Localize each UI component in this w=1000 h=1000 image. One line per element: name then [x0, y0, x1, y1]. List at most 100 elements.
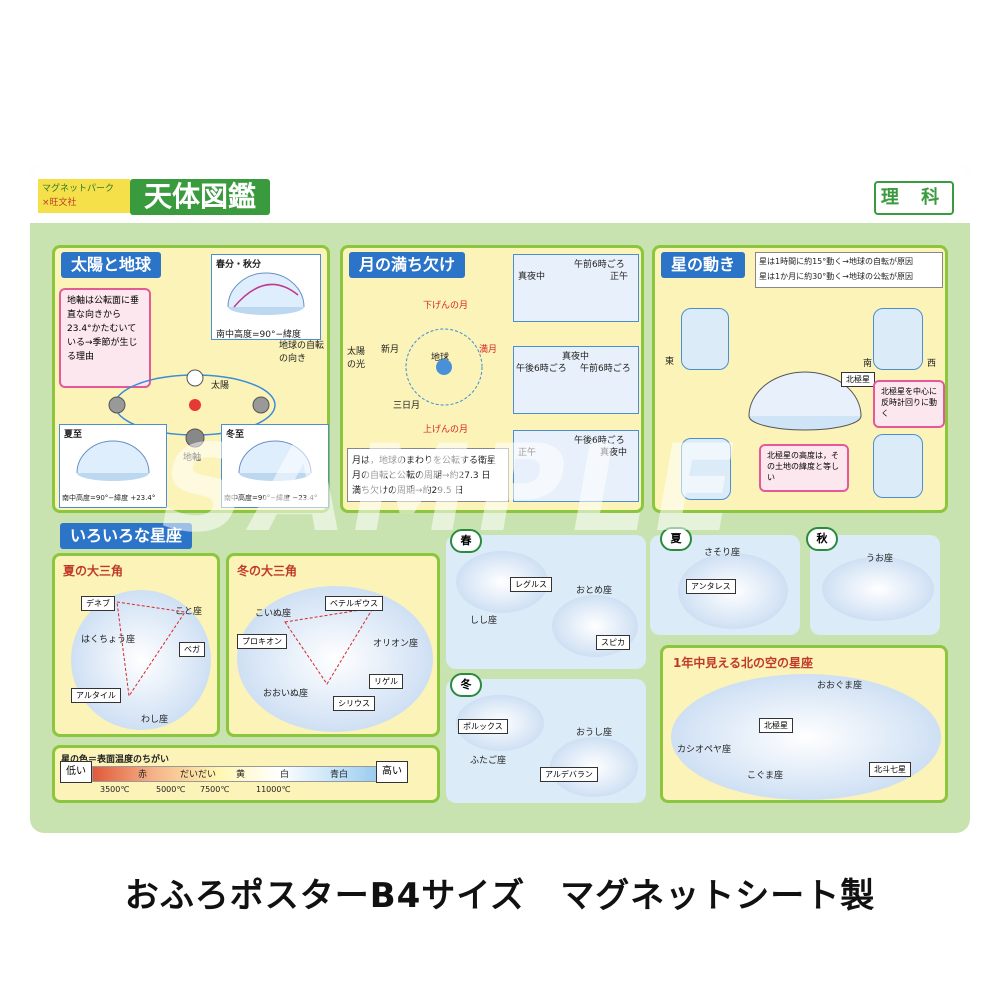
sunlight-label: 太陽の光 — [347, 347, 366, 370]
big-dipper-tag: 北斗七星 — [869, 762, 911, 777]
rotation-label: 地球の自転の向き — [279, 341, 325, 364]
time-label: 真夜中 — [600, 448, 628, 458]
orion-label: オリオン座 — [373, 639, 419, 649]
temp-label: 3500℃ — [100, 785, 130, 794]
pisces-label: うお座 — [866, 554, 894, 564]
season-badge-summer: 夏 — [660, 527, 692, 551]
summer-diagram: 夏至 南中高度=90°−緯度 +23.4° — [59, 424, 167, 508]
north-sky — [671, 674, 941, 800]
winter-label: 冬至 — [226, 430, 245, 440]
season-badge-winter: 冬 — [450, 673, 482, 697]
cma-label: おおいぬ座 — [263, 689, 309, 699]
equinox-formula: 南中高度=90°−緯度 — [216, 330, 302, 340]
time-label: 真夜中 — [518, 272, 546, 282]
star-color-title: 星の色＝表面温度のちがい — [61, 755, 170, 765]
dir-label: 東 — [665, 357, 675, 367]
time-label: 午前6時ごろ — [580, 364, 631, 374]
dome-icon — [227, 272, 305, 315]
panel-sun-earth: 太陽と地球 地軸は公転面に垂直な向きから23.4°かたむいている→季節が生じる理… — [52, 245, 330, 513]
last-quarter-label: 下げんの月 — [423, 301, 469, 311]
deneb-tag: デネブ — [81, 596, 115, 611]
south-sky-view — [873, 308, 923, 370]
time-label: 正午 — [518, 448, 537, 458]
poster: マグネットパーク ×旺文社 天体図鑑 理 科 太陽と地球 地軸は公転面に垂直な向… — [30, 165, 970, 833]
equinox-diagram: 春分・秋分 南中高度=90°−緯度 — [211, 254, 321, 340]
panel-title: 太陽と地球 — [61, 252, 162, 278]
panel-star-motion: 星の動き 星は1時間に約15°動く→地球の自転が原因 星は1か月に約30°動く→… — [652, 245, 948, 513]
moon-info-line: 月は，地球のまわりを公転する衛星 — [352, 456, 497, 466]
polaris-tag: 北極星 — [841, 372, 875, 387]
low-temp-label: 低い — [60, 761, 92, 783]
time-label: 真夜中 — [562, 352, 590, 362]
eagle-label: わし座 — [141, 715, 169, 725]
ursa-major-label: おおぐま座 — [817, 681, 863, 691]
brand-line2: ×旺文社 — [42, 198, 77, 208]
color-label: 赤 — [138, 770, 148, 780]
summer-triangle-title: 夏の大三角 — [63, 564, 124, 578]
brand-logo: マグネットパーク ×旺文社 — [38, 179, 130, 213]
celestial-dome — [748, 371, 862, 431]
panel-moon: 月の満ち欠け 下げんの月 上げんの月 新月 満月 三日月 地球 太陽の光 午前6… — [340, 245, 644, 513]
regulus-tag: レグルス — [510, 577, 552, 592]
time-label: 正午 — [610, 272, 629, 282]
auriga-label: おうし座 — [576, 728, 613, 738]
equinox-label: 春分・秋分 — [216, 260, 262, 270]
aldebaran-tag: アルデバラン — [540, 767, 598, 782]
moon-view-1: 午前6時ごろ 真夜中 正午 — [513, 254, 639, 322]
virgo-label: おとめ座 — [576, 586, 613, 596]
panel-winter-triangle: 冬の大三角 こいぬ座 ベテルギウス プロキオン オリオン座 リゲル おおいぬ座 … — [226, 553, 440, 737]
full-moon-label: 満月 — [479, 345, 498, 355]
time-label: 午後6時ごろ — [516, 364, 567, 374]
rigel-tag: リゲル — [369, 674, 403, 689]
polaris-note-2: 北極星の高度は，その土地の緯度と等しい — [759, 444, 849, 492]
pisces-sky — [822, 557, 934, 621]
time-label: 午後6時ごろ — [574, 436, 625, 446]
earth-label: 地球 — [431, 353, 450, 363]
color-label: 白 — [280, 770, 290, 780]
swan-label: はくちょう座 — [81, 635, 136, 645]
pollux-tag: ポルックス — [458, 719, 508, 734]
procyon-tag: プロキオン — [237, 634, 287, 649]
winter-formula: 南中高度=90°−緯度 −23.4° — [224, 494, 318, 502]
summer-triangle-lines — [116, 601, 186, 698]
gemini-label: ふたご座 — [470, 756, 507, 766]
spica-tag: スピカ — [596, 635, 630, 650]
antares-tag: アンタレス — [686, 579, 736, 594]
rule-line: 星は1時間に約15°動く→地球の自転が原因 — [759, 257, 913, 266]
north-sky-view — [873, 434, 923, 498]
temp-label: 7500℃ — [200, 785, 230, 794]
dir-label: 南 — [863, 359, 873, 369]
leo-label: しし座 — [470, 616, 498, 626]
axis-label: 地軸 — [183, 453, 202, 463]
winter-diagram: 冬至 南中高度=90°−緯度 −23.4° — [221, 424, 329, 508]
color-label: 青白 — [330, 770, 349, 780]
east-sky-view — [681, 308, 729, 370]
temp-label: 5000℃ — [156, 785, 186, 794]
constellations-title: いろいろな星座 — [60, 523, 193, 549]
sun-label: 太陽 — [211, 381, 230, 391]
dir-label: 西 — [927, 359, 937, 369]
color-label: だいだい — [180, 770, 217, 780]
high-temp-label: 高い — [376, 761, 408, 783]
cassiopeia-label: カシオペヤ座 — [677, 745, 732, 755]
panel-summer-triangle: 夏の大三角 デネブ はくちょう座 こと座 ベガ アルタイル わし座 — [52, 553, 220, 737]
ursa-minor-label: こぐま座 — [747, 771, 784, 781]
polaris-note-1: 北極星を中心に反時計回りに動く — [873, 380, 945, 428]
subject-badge: 理 科 — [874, 181, 954, 215]
vega-tag: ベガ — [179, 642, 205, 657]
sample-watermark: SAMPLE — [147, 420, 754, 559]
motion-rules: 星は1時間に約15°動く→地球の自転が原因 星は1か月に約30°動く→地球の公転… — [755, 252, 943, 288]
orbit-diagram — [108, 369, 276, 448]
cmi-label: こいぬ座 — [255, 609, 292, 619]
poster-header: マグネットパーク ×旺文社 天体図鑑 理 科 — [30, 165, 970, 223]
brand-line1: マグネットパーク — [42, 184, 115, 194]
moon-info-line: 月の自転と公転の周期→約27.3 日 — [352, 471, 491, 481]
summer-label: 夏至 — [64, 430, 83, 440]
axis-note: 地軸は公転面に垂直な向きから23.4°かたむいている→季節が生じる理由 — [59, 288, 151, 388]
sirius-tag: シリウス — [333, 696, 375, 711]
rule-line: 星は1か月に約30°動く→地球の公転が原因 — [759, 272, 913, 281]
north-sky-title: 1年中見える北の空の星座 — [673, 656, 813, 670]
panel-title: 月の満ち欠け — [349, 252, 466, 278]
season-badge-spring: 春 — [450, 529, 482, 553]
polaris-tag: 北極星 — [759, 718, 793, 733]
